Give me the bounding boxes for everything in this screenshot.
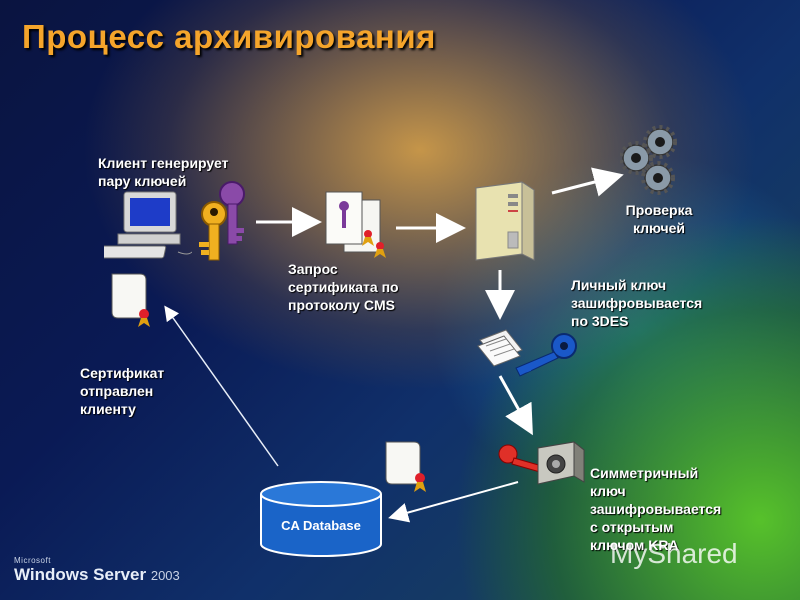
arrow-safe-to-db [388,481,519,523]
cert-request-label: Запрос сертификата по протоколу CMS [288,261,399,313]
arrow-server-to-gears [551,167,624,197]
ca-database-label: CA Database [281,518,361,533]
safe-icon [498,440,586,485]
client-generates-label: Клиент генерирует пару ключей [98,155,229,189]
cert-sent-label: Сертификат отправлен клиенту [80,365,165,417]
server-icon [474,181,536,261]
certificate-icon [111,273,150,327]
watermark: MyShared [610,538,738,569]
key-check-label: Проверка ключей [625,202,693,236]
database-icon [260,481,382,557]
slide-title: Процесс архивирования [22,18,436,55]
certificate-icon [385,441,426,492]
symmetric-key-label: Симметричный ключ зашифровывается с откр… [590,465,722,553]
arrow-db-to-client [164,305,279,467]
key-pair-icon [199,181,245,261]
windows-server-logo: Microsoft Windows Server 2003 [14,556,180,584]
arrow-key-to-safe [498,375,533,436]
certificate-request-icon [325,191,386,258]
private-key-3des-label: Личный ключ зашифровывается по 3DES [571,277,703,329]
computer-icon [104,191,192,259]
document-key-icon [477,329,577,377]
gears-icon [620,125,677,195]
